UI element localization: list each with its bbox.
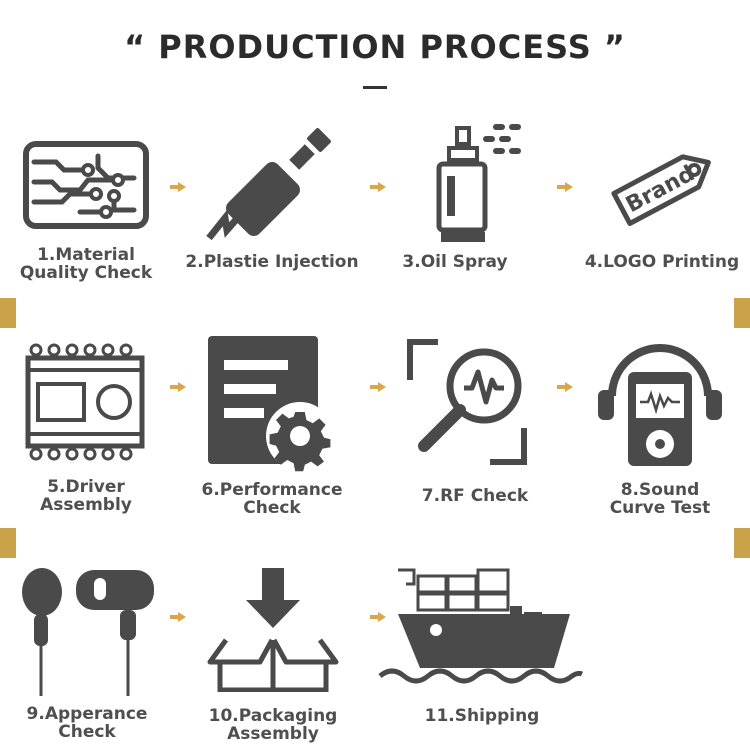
step-label: 3.Oil Spray	[402, 252, 508, 272]
step-label: 9.Apperance Check	[26, 704, 148, 742]
step-label: 1.Material Quality Check	[19, 245, 153, 283]
arrow-6-7	[370, 382, 386, 392]
arrow-2-3	[370, 182, 386, 192]
headphone-player-icon	[598, 344, 722, 466]
step-label: 11.Shipping	[424, 706, 540, 726]
arrow-5-6	[170, 382, 186, 392]
document-gear-icon	[208, 336, 334, 472]
brand-tag-icon: Brand	[611, 154, 711, 226]
side-marker-left-2	[0, 528, 16, 558]
side-marker-left-1	[0, 298, 16, 328]
step-label: 5.Driver Assembly	[40, 477, 132, 515]
side-marker-right-2	[734, 528, 750, 558]
arrow-9-10	[170, 612, 186, 622]
step-label: 10.Packaging Assembly	[208, 706, 338, 744]
driver-module-icon	[25, 343, 145, 461]
circuit-board-icon	[23, 141, 149, 229]
arrow-1-2	[170, 182, 186, 192]
cargo-ship-icon	[378, 568, 584, 684]
title-underline	[363, 86, 387, 89]
step-label: 6.Performance Check	[201, 480, 343, 518]
earphones-icon	[22, 568, 154, 696]
arrow-10-11	[370, 612, 386, 622]
arrow-7-8	[557, 382, 573, 392]
magnifier-signal-icon	[407, 339, 527, 465]
arrow-3-4	[557, 182, 573, 192]
spray-bottle-icon	[436, 124, 521, 242]
step-label: 2.Plastie Injection	[185, 252, 359, 272]
box-arrow-icon	[207, 568, 339, 692]
side-marker-right-1	[734, 298, 750, 328]
injection-syringe-icon	[206, 128, 331, 241]
page-title: “ PRODUCTION PROCESS ”	[124, 28, 626, 66]
step-label: 8.Sound Curve Test	[609, 480, 711, 518]
step-label: 4.LOGO Printing	[584, 252, 740, 272]
step-label: 7.RF Check	[421, 486, 529, 506]
